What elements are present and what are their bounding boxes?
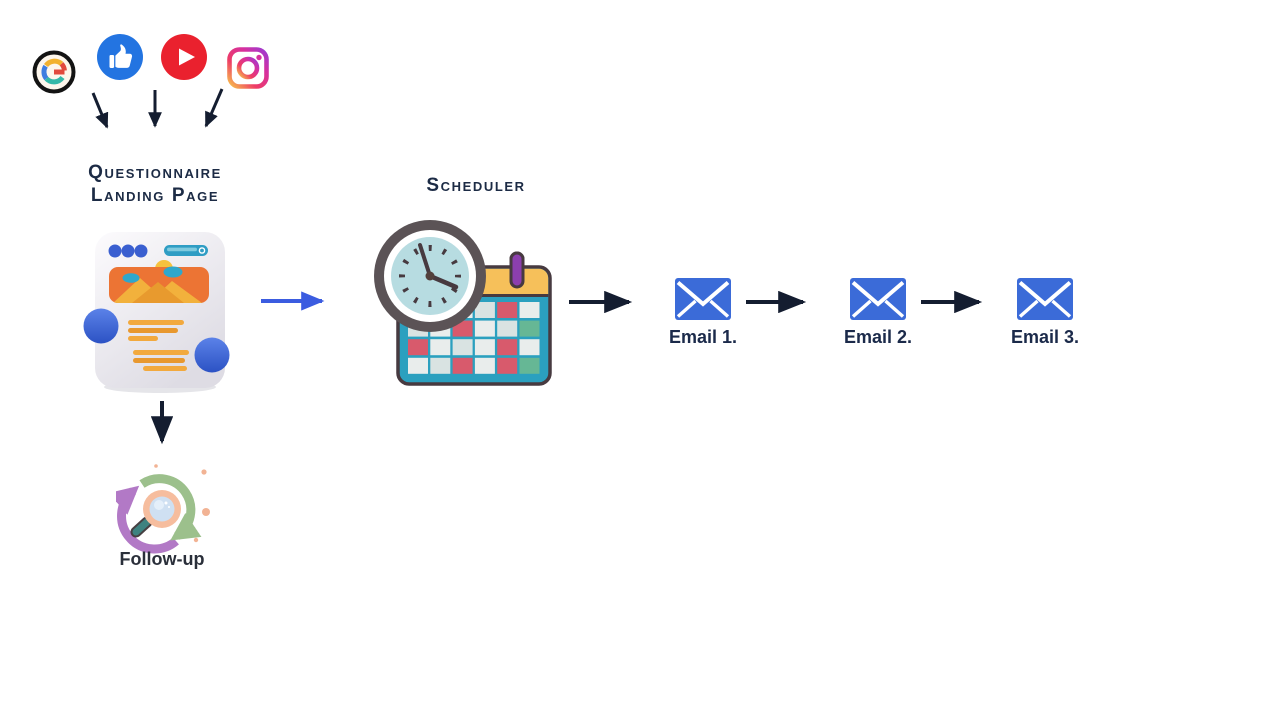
scheduler-title: Scheduler [426,175,526,196]
landing-page-illustration [83,232,230,393]
landing-page-title-line1: Questionnaire [88,162,222,183]
envelope-icon [1017,278,1073,320]
email3-label: Email 3. [1010,327,1080,347]
follow-up-cycle-illustration [116,464,210,554]
follow-up-label: Follow-up [119,549,205,569]
arrow-instagram-to-landing [204,88,224,128]
facebook-like-icon [97,34,143,80]
clock-calendar-illustration [374,220,552,386]
landing-page-title-line2: Landing Page [90,185,220,206]
youtube-icon [161,34,207,80]
landing-page-title: Questionnaire Landing Page [40,161,270,207]
email1-label: Email 1. [668,327,738,347]
arrow-google-to-landing [91,92,109,129]
email2-label: Email 2. [843,327,913,347]
envelope-icon [850,278,906,320]
google-icon [32,50,76,94]
envelope-icon [675,278,731,320]
instagram-icon [227,47,269,89]
